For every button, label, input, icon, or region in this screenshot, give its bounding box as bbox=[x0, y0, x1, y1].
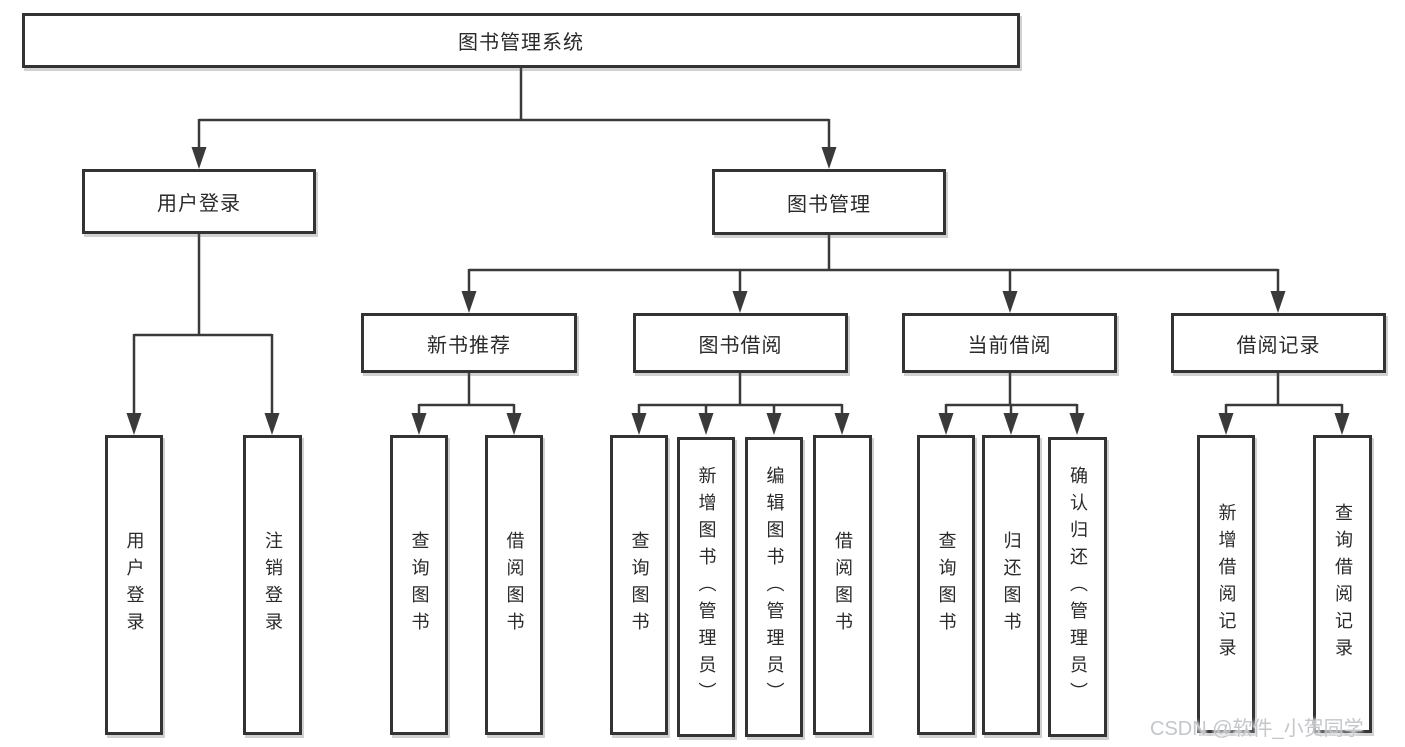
leaf-bb-edit-books-admin-label: 编辑图书（管理员） bbox=[764, 465, 785, 709]
leaf-br-add-record: 新增借阅记录 bbox=[1197, 435, 1255, 733]
node-book-borrowing-label: 图书借阅 bbox=[698, 334, 783, 357]
leaf-bb-add-books-admin: 新增图书（管理员） bbox=[677, 437, 735, 737]
connector-book-management-to-level3 bbox=[461, 235, 1286, 313]
node-user-login-label: 用户登录 bbox=[157, 193, 241, 215]
leaf-cb-confirm-return-admin: 确认归还（管理员） bbox=[1048, 437, 1107, 737]
node-borrowing-records: 借阅记录 bbox=[1171, 313, 1386, 373]
watermark-text: CSDN @软件_小贺同学 bbox=[1150, 718, 1364, 740]
connector-new-book-recommend-to-leaves bbox=[411, 372, 522, 435]
connector-current-borrowing-to-leaves bbox=[938, 372, 1085, 435]
leaf-bb-borrow-books-label: 借阅图书 bbox=[832, 531, 853, 639]
leaf-bb-search-books-label: 查询图书 bbox=[629, 531, 650, 639]
node-root: 图书管理系统 bbox=[22, 13, 1020, 68]
node-current-borrowing-label: 当前借阅 bbox=[967, 334, 1052, 357]
leaf-logout-login-label: 注销登录 bbox=[262, 531, 283, 639]
node-book-management-label: 图书管理 bbox=[787, 193, 871, 216]
leaf-cb-return-books: 归还图书 bbox=[982, 435, 1040, 735]
leaf-user-login: 用户登录 bbox=[105, 435, 163, 735]
leaf-nbr-borrow-books-label: 借阅图书 bbox=[504, 531, 525, 639]
leaf-user-login-label: 用户登录 bbox=[124, 531, 145, 639]
node-new-book-recommend-label: 新书推荐 bbox=[427, 334, 511, 357]
leaf-bb-borrow-books: 借阅图书 bbox=[813, 435, 872, 735]
connector-borrowing-records-to-leaves bbox=[1218, 372, 1350, 435]
node-new-book-recommend: 新书推荐 bbox=[361, 313, 577, 373]
leaf-nbr-search-books-label: 查询图书 bbox=[409, 531, 430, 639]
leaf-cb-return-books-label: 归还图书 bbox=[1001, 531, 1022, 639]
node-book-management: 图书管理 bbox=[712, 169, 946, 235]
leaf-bb-add-books-admin-label: 新增图书（管理员） bbox=[696, 465, 717, 709]
leaf-br-search-record: 查询借阅记录 bbox=[1313, 435, 1372, 733]
leaf-cb-search-books-label: 查询图书 bbox=[936, 531, 957, 639]
connector-book-borrowing-to-leaves bbox=[631, 372, 850, 435]
leaf-cb-search-books: 查询图书 bbox=[917, 435, 975, 735]
node-borrowing-records-label: 借阅记录 bbox=[1236, 334, 1321, 357]
connector-user-login-to-leaves bbox=[126, 233, 280, 435]
leaf-logout-login: 注销登录 bbox=[243, 435, 302, 735]
node-book-borrowing: 图书借阅 bbox=[633, 313, 848, 373]
leaf-nbr-search-books: 查询图书 bbox=[390, 435, 448, 735]
leaf-cb-confirm-return-admin-label: 确认归还（管理员） bbox=[1067, 465, 1088, 709]
node-user-login: 用户登录 bbox=[82, 169, 316, 234]
leaf-bb-search-books: 查询图书 bbox=[610, 435, 668, 735]
node-current-borrowing: 当前借阅 bbox=[902, 313, 1117, 373]
node-root-label: 图书管理系统 bbox=[458, 32, 584, 54]
leaf-nbr-borrow-books: 借阅图书 bbox=[485, 435, 543, 735]
leaf-bb-edit-books-admin: 编辑图书（管理员） bbox=[745, 437, 803, 737]
leaf-br-search-record-label: 查询借阅记录 bbox=[1332, 503, 1353, 665]
leaf-br-add-record-label: 新增借阅记录 bbox=[1216, 503, 1237, 665]
connector-root-to-level2 bbox=[191, 66, 837, 169]
